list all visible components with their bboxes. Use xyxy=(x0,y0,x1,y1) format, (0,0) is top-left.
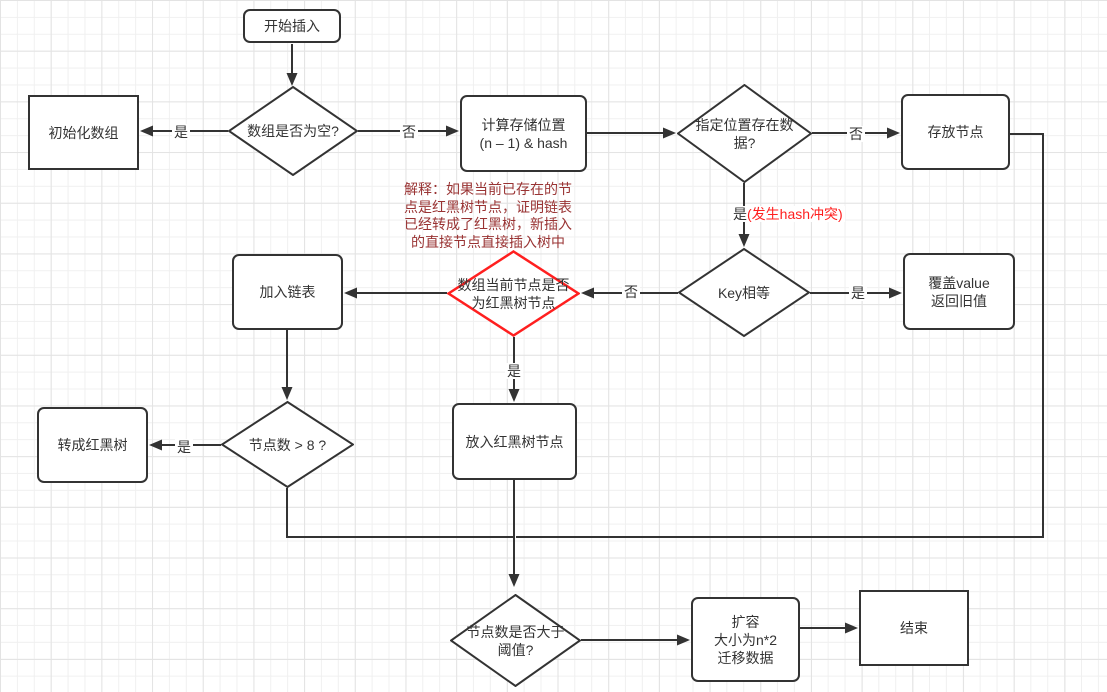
node-end[interactable]: 结束 xyxy=(859,590,969,666)
diamond-shape-red xyxy=(447,250,580,337)
annotation-note: 解释：如果当前已存在的节 点是红黑树节点，证明链表 已经转成了红黑树，新插入 的… xyxy=(404,181,572,250)
node-init-array[interactable]: 初始化数组 xyxy=(28,95,139,170)
decision-key-equal[interactable]: Key相等 xyxy=(678,248,810,337)
edge-label-gt8-yes: 是 xyxy=(175,439,193,455)
diamond-shape xyxy=(450,594,581,687)
edge-label-empty-no: 否 xyxy=(400,124,418,140)
decision-position-has-data[interactable]: 指定位置存在数 据? xyxy=(677,84,812,183)
decision-is-rbtree-node[interactable]: 数组当前节点是否 为红黑树节点 xyxy=(447,250,580,337)
node-override-value[interactable]: 覆盖value 返回旧值 xyxy=(903,253,1015,330)
node-calc-position[interactable]: 计算存储位置 (n – 1) & hash xyxy=(460,95,587,172)
node-start-insert[interactable]: 开始插入 xyxy=(243,9,341,43)
edge-addlist-down xyxy=(281,330,293,400)
edge-label-posdata-yes-hash-conflict: 是(发生hash冲突) xyxy=(731,206,845,222)
node-put-rbtree-node[interactable]: 放入红黑树节点 xyxy=(452,403,577,480)
node-to-rbtree[interactable]: 转成红黑树 xyxy=(37,407,148,483)
node-add-to-list[interactable]: 加入链表 xyxy=(232,254,343,330)
edge-start-down xyxy=(286,44,298,86)
decision-array-empty[interactable]: 数组是否为空? xyxy=(228,86,358,176)
edge-label-keyeq-no: 否 xyxy=(622,284,640,300)
diamond-shape xyxy=(677,84,812,183)
edge-calc-right xyxy=(587,127,676,139)
edge-gt8-down-collector xyxy=(286,488,515,538)
edge-label-hash-conflict-note: (发生hash冲突) xyxy=(747,206,843,222)
node-resize[interactable]: 扩容 大小为n*2 迁移数据 xyxy=(691,597,800,682)
edge-resize-right xyxy=(800,622,858,634)
edge-label-isrb-yes: 是 xyxy=(505,363,523,379)
edge-putrb-down xyxy=(508,480,520,587)
node-store-node[interactable]: 存放节点 xyxy=(901,94,1010,170)
diamond-shape xyxy=(221,401,354,488)
edge-threshold-right xyxy=(581,634,690,646)
edge-isrb-to-addlist xyxy=(344,287,447,299)
decision-count-gt-8[interactable]: 节点数 > 8 ? xyxy=(221,401,354,488)
diamond-shape xyxy=(228,86,358,176)
diamond-shape xyxy=(678,248,810,337)
edge-label-keyeq-yes: 是 xyxy=(849,285,867,301)
decision-count-gt-threshold[interactable]: 节点数是否大于 阈值? xyxy=(450,594,581,687)
edge-label-posdata-yes: 是 xyxy=(733,206,747,222)
edge-label-posdata-no: 否 xyxy=(847,126,865,142)
edge-label-empty-yes: 是 xyxy=(172,124,190,140)
